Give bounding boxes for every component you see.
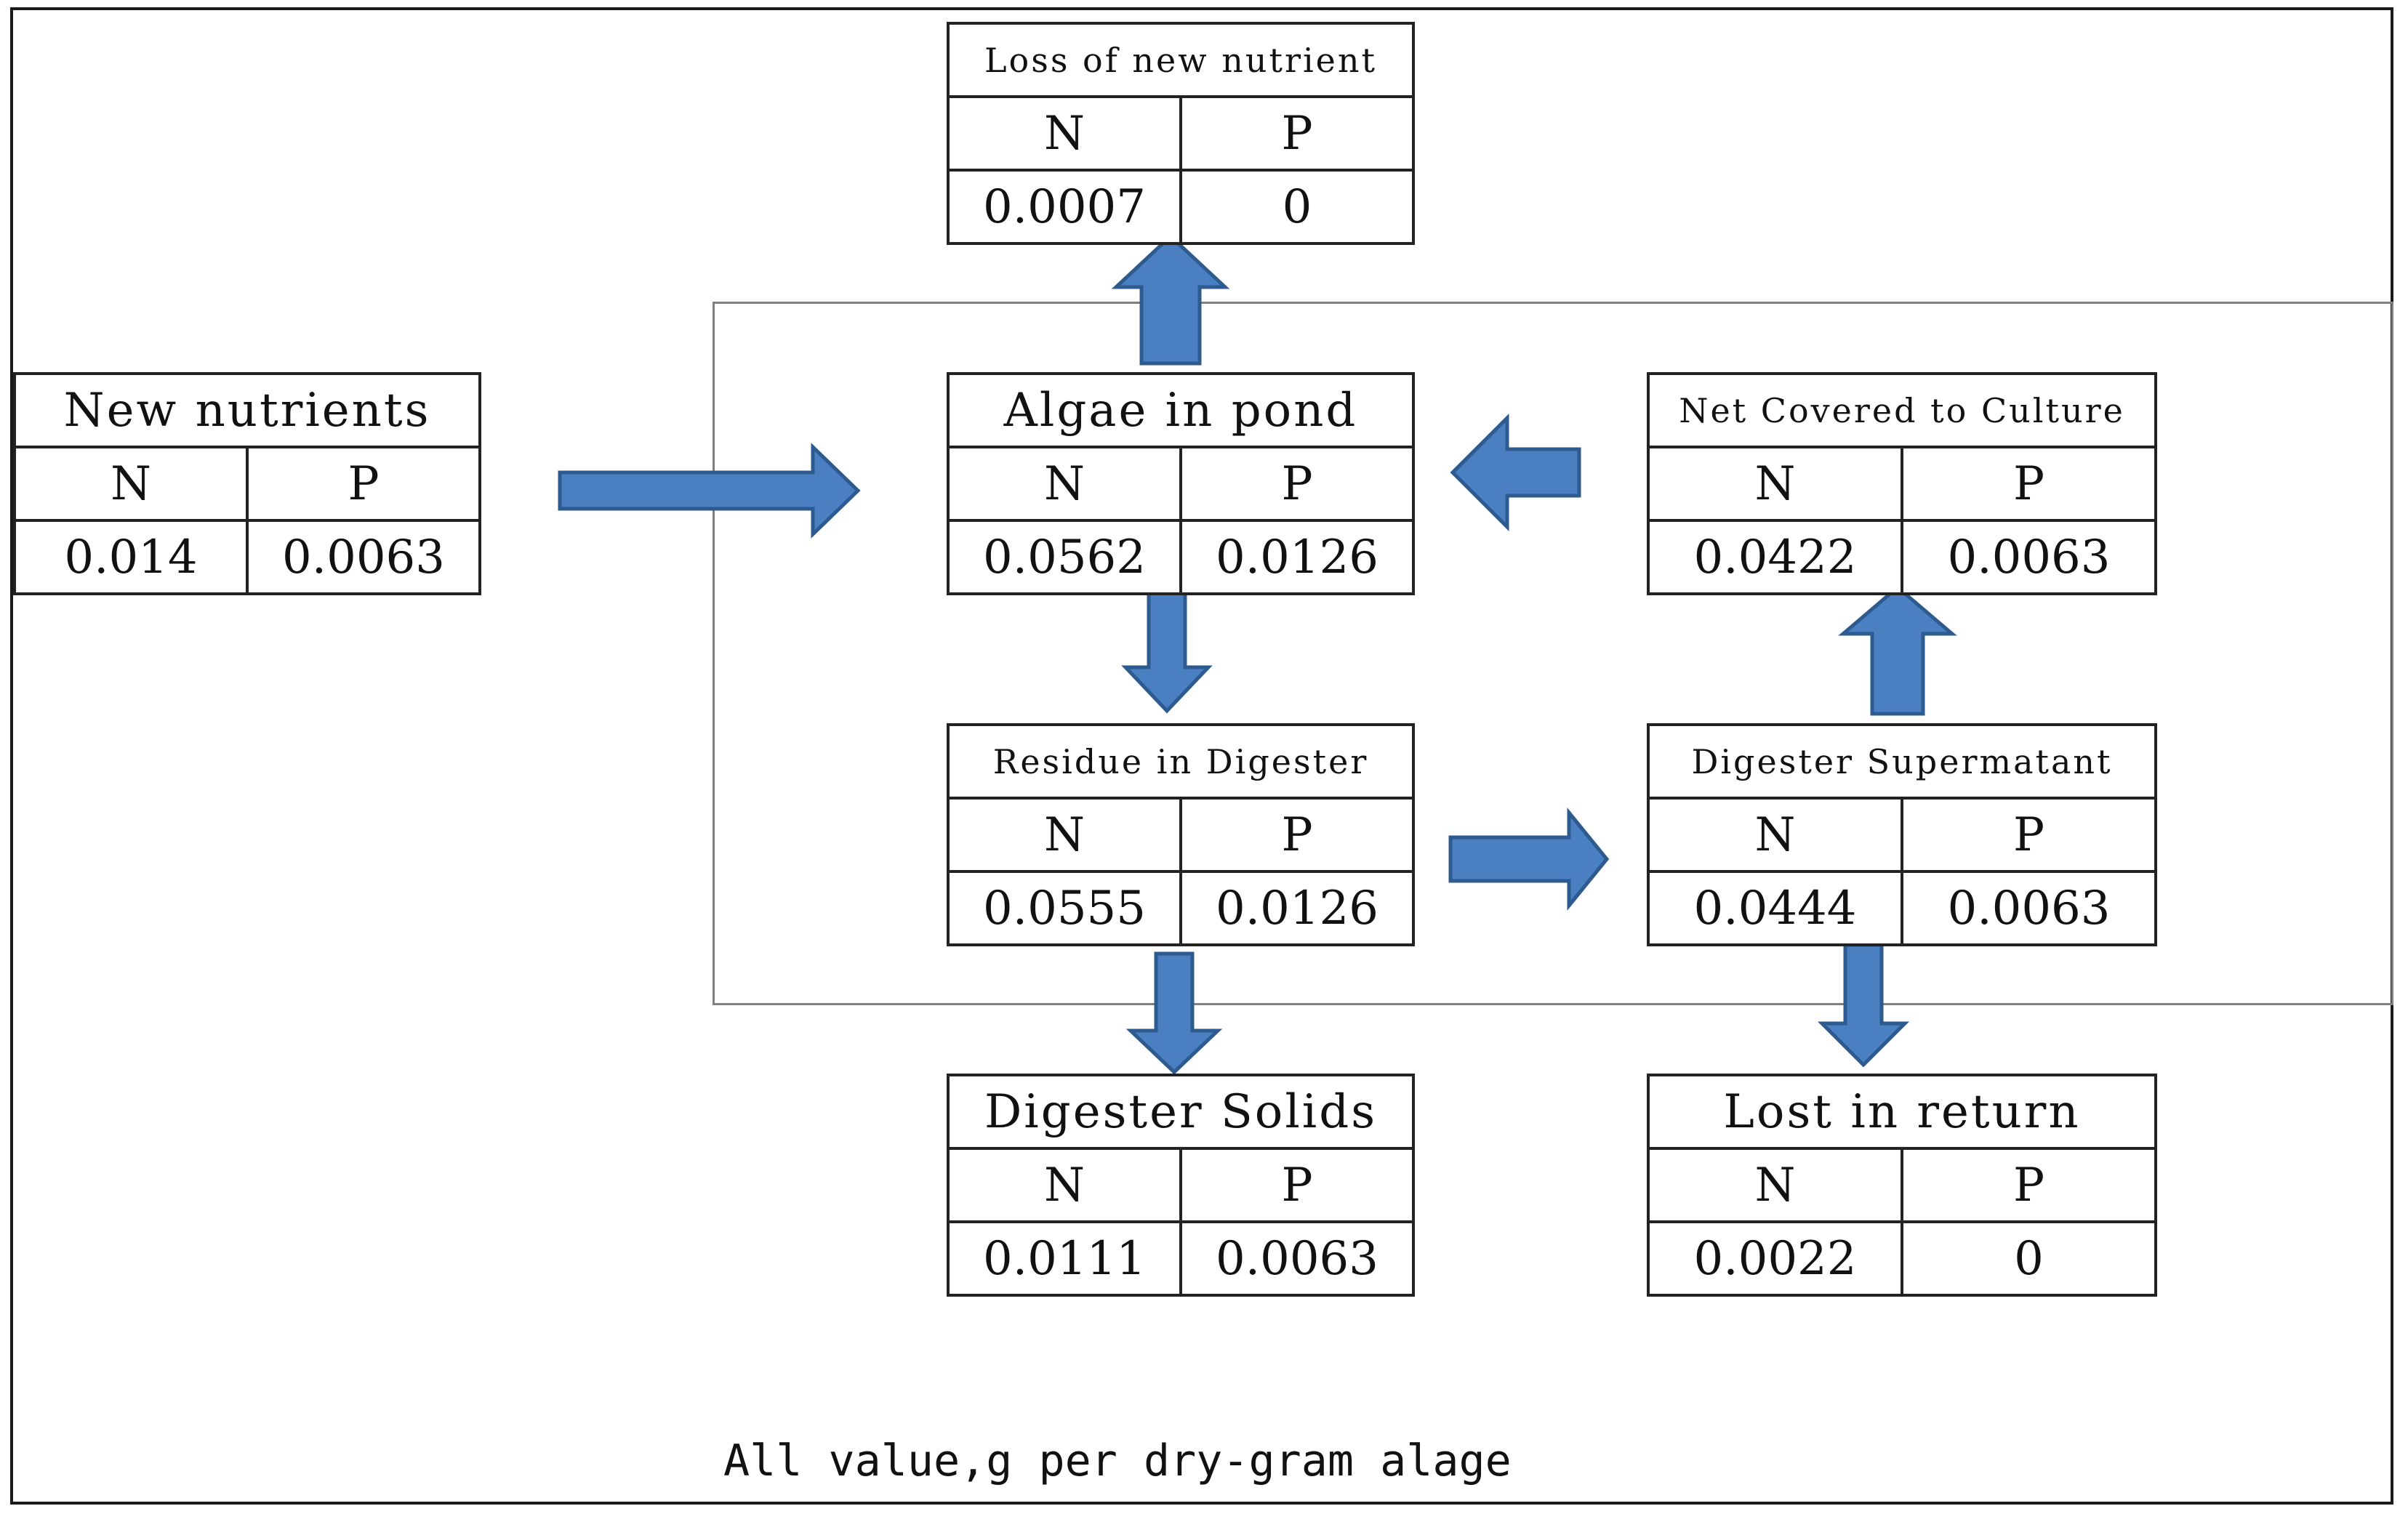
n-header: N [947, 95, 1182, 172]
arrow-new-to-algae [558, 443, 861, 539]
n-header: N [1647, 446, 1903, 522]
p-value: 0.0063 [1901, 519, 2157, 595]
node-title: Loss of new nutrient [947, 22, 1415, 98]
node-title: Digester Supermatant [1647, 723, 2157, 800]
p-header: P [1179, 95, 1415, 172]
arrow-netcovered-to-algae [1450, 413, 1581, 532]
arrow-algae-to-residue [1121, 588, 1213, 714]
p-value: 0.0126 [1179, 870, 1415, 946]
n-value: 0.0562 [947, 519, 1182, 595]
node-title: Algae in pond [947, 372, 1415, 448]
node-title: New nutrients [13, 372, 481, 448]
node-title: Net Covered to Culture [1647, 372, 2157, 448]
recycle-loop-frame [713, 302, 2393, 1005]
n-header: N [1647, 797, 1903, 873]
p-header: P [1901, 446, 2157, 522]
p-value: 0.0063 [1179, 1220, 1415, 1297]
p-value: 0.0126 [1179, 519, 1415, 595]
p-value: 0.0063 [246, 519, 481, 595]
n-header: N [947, 446, 1182, 522]
p-header: P [1901, 1147, 2157, 1223]
n-header: N [947, 1147, 1182, 1223]
p-value: 0 [1901, 1220, 2157, 1297]
n-value: 0.0422 [1647, 519, 1903, 595]
n-value: 0.0111 [947, 1220, 1182, 1297]
n-header: N [1647, 1147, 1903, 1223]
node-title: Residue in Digester [947, 723, 1415, 800]
p-header: P [1179, 446, 1415, 522]
n-value: 0.014 [13, 519, 249, 595]
arrow-residue-to-solids [1125, 951, 1223, 1075]
p-header: P [1179, 1147, 1415, 1223]
arrow-supermatant-to-netcovered [1838, 584, 1957, 716]
node-title: Digester Solids [947, 1074, 1415, 1150]
units-caption: All value,g per dry-gram alage [723, 1436, 1512, 1486]
arrow-algae-to-loss [1111, 233, 1230, 366]
n-header: N [947, 797, 1182, 873]
p-header: P [246, 446, 481, 522]
n-value: 0.0555 [947, 870, 1182, 946]
n-value: 0.0007 [947, 169, 1182, 245]
n-header: N [13, 446, 249, 522]
p-value: 0.0063 [1901, 870, 2157, 946]
arrow-supermatant-to-lost [1817, 943, 1910, 1068]
p-header: P [1901, 797, 2157, 873]
arrow-residue-to-supermatant [1448, 807, 1610, 911]
node-title: Lost in return [1647, 1074, 2157, 1150]
p-header: P [1179, 797, 1415, 873]
p-value: 0 [1179, 169, 1415, 245]
n-value: 0.0444 [1647, 870, 1903, 946]
n-value: 0.0022 [1647, 1220, 1903, 1297]
